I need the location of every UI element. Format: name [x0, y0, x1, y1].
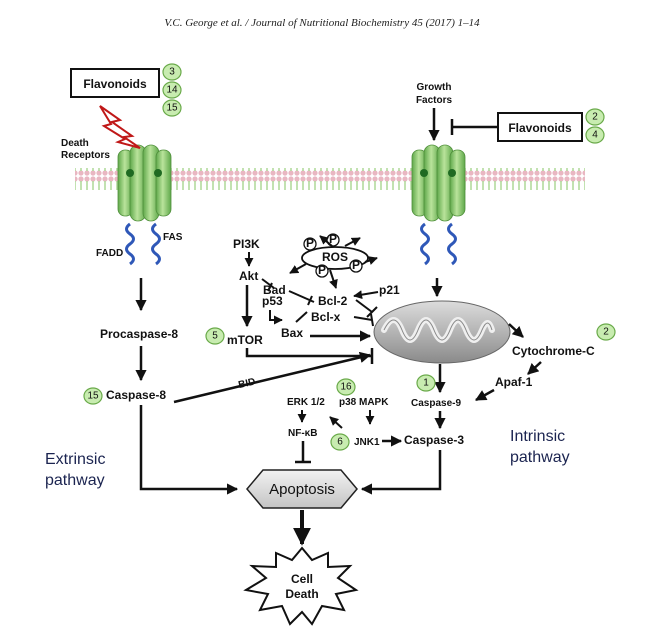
badge-4: 4 — [585, 126, 605, 144]
erk-label: ERK 1/2 — [287, 397, 325, 408]
ros-arrow-right — [364, 256, 378, 265]
badge-15-bottom: 15 — [83, 387, 103, 405]
ros-arrow-up — [319, 235, 333, 247]
badge-6: 6 — [330, 433, 350, 451]
nfkb-label: NF-κB — [288, 428, 317, 439]
bid-label: BID — [237, 376, 256, 391]
badge-1: 1 — [416, 374, 436, 392]
p21-label: p21 — [379, 283, 400, 297]
svg-text:15: 15 — [166, 103, 178, 114]
akt-label: Akt — [239, 269, 258, 283]
caspase3-to-apoptosis-arrow — [360, 450, 442, 495]
caspase3-label: Caspase-3 — [404, 433, 464, 447]
badge-2-top: 2 — [585, 108, 605, 126]
ros-arrow-down — [329, 269, 338, 289]
death-receptors-label-1: Death — [61, 138, 89, 149]
lightning-icon — [99, 105, 141, 149]
jnk1-to-erk-arrow — [329, 416, 343, 429]
ros-label: ROS — [322, 250, 348, 264]
growth-factor-receptor — [411, 144, 466, 222]
cell-label: Cell — [291, 572, 313, 586]
svg-text:2: 2 — [603, 327, 609, 338]
cytochrome-to-apaf1-arrow — [527, 361, 542, 375]
ros-arrow-upright — [344, 237, 361, 247]
flavonoids-label-left: Flavonoids — [83, 77, 147, 91]
death-receptors-label-2: Receptors — [61, 150, 110, 161]
svg-text:P: P — [329, 232, 337, 246]
badge-15-top: 15 — [162, 99, 182, 117]
flavonoids-box-right — [497, 112, 583, 142]
svg-text:2: 2 — [592, 112, 598, 123]
bad-label: Bad — [263, 283, 286, 297]
intrinsic-label-1: Intrinsic — [510, 428, 565, 445]
p53-label: p53 — [262, 294, 283, 308]
svg-text:P: P — [352, 258, 360, 272]
mitochondrion-icon — [373, 300, 511, 364]
caspase8-label: Caspase-8 — [106, 388, 166, 402]
badge-16: 16 — [336, 378, 356, 396]
death-label: Death — [285, 587, 318, 601]
bcl2-label: Bcl-2 — [318, 294, 348, 308]
growth-factors-label-2: Factors — [416, 95, 453, 106]
intrinsic-label-2: pathway — [510, 449, 570, 466]
jnk1-label: JNK1 — [354, 437, 380, 448]
phosphate-icons: P P P P — [303, 232, 363, 278]
procaspase8-label: Procaspase-8 — [100, 327, 178, 341]
apaf1-label: Apaf-1 — [495, 375, 533, 389]
svg-text:5: 5 — [212, 331, 218, 342]
akt-inhibits-bad — [261, 278, 275, 289]
svg-text:6: 6 — [337, 437, 343, 448]
mtor-label: mTOR — [227, 333, 263, 347]
extrinsic-label-2: pathway — [45, 472, 105, 489]
bclx-inhibits-mito — [353, 316, 373, 321]
badge-3: 3 — [162, 63, 182, 81]
mito-to-cytochrome-arrow — [508, 323, 524, 338]
death-receptor — [117, 144, 172, 222]
apoptosis-node — [246, 469, 358, 509]
apoptosis-label: Apoptosis — [269, 481, 335, 498]
mtor-inhibits-mito — [245, 348, 372, 358]
svg-text:16: 16 — [340, 382, 352, 393]
caspase8-to-apoptosis-arrow — [139, 405, 239, 495]
bclx-label: Bcl-x — [311, 310, 341, 324]
extrinsic-label-1: Extrinsic — [45, 451, 105, 468]
bax-label: Bax — [281, 326, 303, 340]
cytochrome-c-label: Cytochrome-C — [512, 344, 595, 358]
p53-to-bax-arrow — [269, 310, 283, 325]
fas-label: FAS — [163, 232, 183, 243]
svg-text:15: 15 — [87, 391, 99, 402]
badge-5: 5 — [205, 327, 225, 345]
svg-text:14: 14 — [166, 85, 178, 96]
flavonoids-box-left — [70, 68, 160, 98]
badge-2-right: 2 — [596, 323, 616, 341]
svg-text:4: 4 — [592, 130, 598, 141]
pi3k-label: PI3K — [233, 237, 260, 251]
growth-factors-label-1: Growth — [417, 82, 452, 93]
svg-text:1: 1 — [423, 378, 429, 389]
ros-arrow-left — [289, 263, 307, 274]
caspase9-label: Caspase-9 — [411, 398, 461, 409]
svg-text:P: P — [306, 236, 314, 250]
bid-arrow — [173, 351, 372, 404]
badge-14: 14 — [162, 81, 182, 99]
cell-death-starburst — [243, 546, 359, 626]
bcl2-inhibits-mito — [355, 299, 373, 313]
bax-bclx-link — [295, 311, 308, 323]
flavonoids-label-right: Flavonoids — [508, 121, 572, 135]
svg-text:3: 3 — [169, 67, 175, 78]
svg-text:P: P — [318, 263, 326, 277]
fadd-fas-tails — [125, 222, 457, 266]
journal-header: V.C. George et al. / Journal of Nutritio… — [164, 17, 480, 29]
apaf1-to-caspase9-arrow — [475, 388, 495, 402]
p21-arrow — [353, 290, 379, 300]
p38-label: p38 MAPK — [339, 397, 389, 408]
fadd-label: FADD — [96, 248, 123, 259]
